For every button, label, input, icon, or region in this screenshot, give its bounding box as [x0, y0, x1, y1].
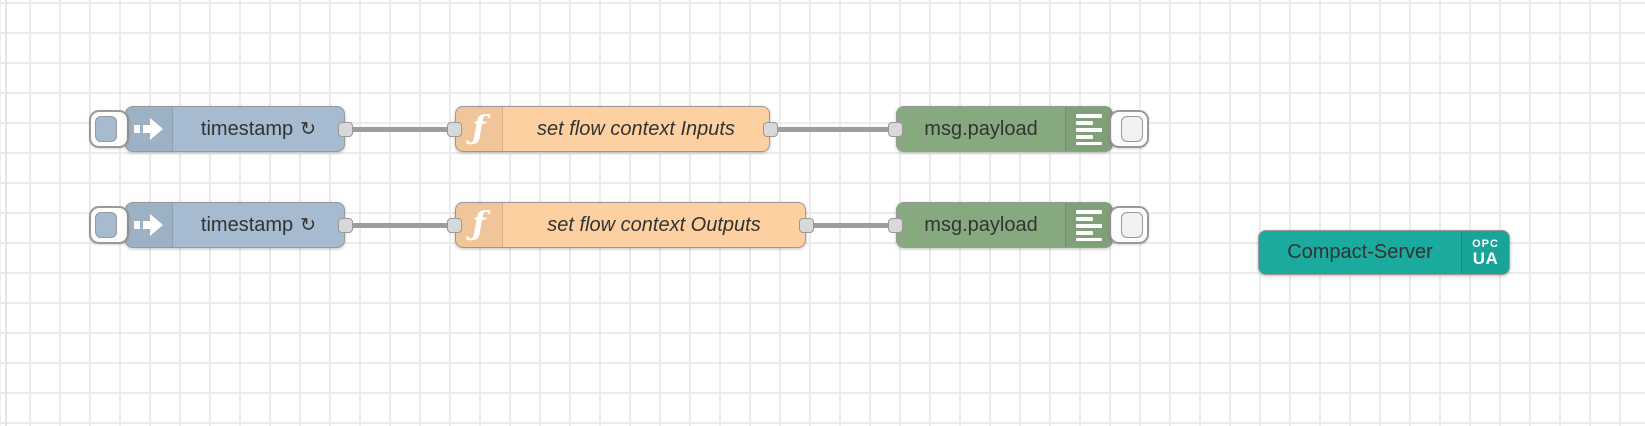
input-port[interactable] [888, 121, 903, 137]
wire-function-to-debug-row1[interactable] [776, 127, 892, 132]
function-f-glyph: ƒ [472, 204, 486, 242]
inject-trigger-button-inner [95, 212, 117, 238]
node-label: set flow context Outputs [547, 213, 761, 236]
inject-label-text: timestamp [200, 213, 294, 236]
output-port[interactable] [799, 217, 814, 233]
output-port[interactable] [338, 217, 353, 233]
debug-list-icon [1065, 107, 1112, 151]
node-label: set flow context Inputs [537, 117, 735, 140]
input-port[interactable] [888, 217, 903, 233]
inject-trigger-button[interactable] [89, 110, 129, 148]
node-debug-msg-payload-1[interactable]: msg.payload [888, 106, 1149, 152]
inject-label-text: timestamp [200, 117, 294, 140]
node-label: msg.payload [924, 213, 1038, 236]
inject-arrow-icon [126, 107, 173, 151]
wire-function-to-debug-row2[interactable] [812, 223, 892, 228]
node-label: timestamp ↻ [173, 107, 344, 151]
input-port[interactable] [447, 121, 462, 137]
opcua-badge-top: OPC [1472, 237, 1499, 250]
function-f-glyph: ƒ [472, 108, 486, 146]
debug-toggle-button[interactable] [1109, 110, 1149, 148]
node-opcua-compact-server[interactable]: Compact-Server OPC UA [1258, 230, 1510, 275]
node-function-set-flow-context-outputs[interactable]: ƒ set flow context Outputs [447, 202, 814, 248]
node-label: timestamp ↻ [173, 203, 344, 247]
output-port[interactable] [338, 121, 353, 137]
debug-list-icon [1065, 203, 1112, 247]
node-inject-timestamp-1[interactable]: timestamp ↻ [89, 106, 353, 152]
function-icon: ƒ [456, 107, 503, 151]
input-port[interactable] [447, 217, 462, 233]
debug-toggle-button[interactable] [1109, 206, 1149, 244]
debug-toggle-button-inner [1121, 116, 1143, 142]
inject-arrow-icon [126, 203, 173, 247]
repeat-icon: ↻ [300, 118, 317, 140]
canvas-left-edge [5, 0, 7, 426]
function-icon: ƒ [456, 203, 503, 247]
node-debug-msg-payload-2[interactable]: msg.payload [888, 202, 1149, 248]
node-label: Compact-Server [1287, 241, 1433, 263]
inject-trigger-button-inner [95, 116, 117, 142]
inject-trigger-button[interactable] [89, 206, 129, 244]
debug-toggle-button-inner [1121, 212, 1143, 238]
opcua-badge-bottom: UA [1472, 248, 1499, 268]
wire-inject-to-function-row2[interactable] [350, 223, 452, 228]
node-function-set-flow-context-inputs[interactable]: ƒ set flow context Inputs [447, 106, 778, 152]
wire-inject-to-function-row1[interactable] [350, 127, 452, 132]
node-label: msg.payload [924, 117, 1038, 140]
output-port[interactable] [763, 121, 778, 137]
repeat-icon: ↻ [300, 214, 317, 236]
node-inject-timestamp-2[interactable]: timestamp ↻ [89, 202, 353, 248]
opcua-icon: OPC UA [1461, 231, 1509, 274]
